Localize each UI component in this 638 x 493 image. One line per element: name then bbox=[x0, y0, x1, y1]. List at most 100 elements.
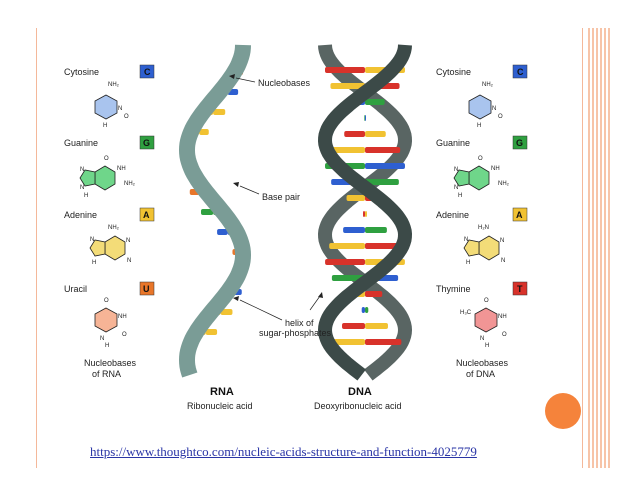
right-thymine-label: Thymine bbox=[436, 284, 471, 294]
right-cytosine-badge bbox=[512, 64, 528, 79]
base-rung bbox=[361, 307, 365, 313]
left-cytosine-atom: NH₂ bbox=[108, 82, 120, 88]
base-rung bbox=[325, 67, 365, 73]
left-cytosine-atom: N bbox=[118, 106, 122, 112]
callout-helix: helix of sugar-phosphates bbox=[233, 292, 332, 338]
right-guanine-badge bbox=[512, 135, 528, 150]
left-guanine-atom: H bbox=[84, 193, 88, 199]
left-uracil: Uracil U O NH O N H bbox=[64, 281, 155, 349]
source-link[interactable]: https://www.thoughtco.com/nucleic-acids-… bbox=[90, 444, 477, 459]
base-rung bbox=[346, 195, 365, 201]
right-caption-line2: of DNA bbox=[466, 369, 495, 379]
rna-subtitle: Ribonucleic acid bbox=[187, 401, 253, 411]
left-caption-line1: Nucleobases bbox=[84, 358, 137, 368]
left-guanine: Guanine G O NH N NH₂ N H bbox=[64, 135, 155, 199]
left-guanine-letter: G bbox=[143, 138, 150, 148]
callout-nucleobases: Nucleobases bbox=[229, 74, 311, 88]
base-rung bbox=[365, 227, 387, 233]
left-nucleobase-column: Cytosine C NH₂ N O H Guanine G O NH N NH… bbox=[64, 64, 155, 379]
right-thymine-atom: H bbox=[485, 343, 489, 349]
left-uracil-atom: N bbox=[100, 336, 104, 342]
left-cytosine-badge bbox=[139, 64, 155, 79]
base-rung bbox=[199, 129, 209, 135]
left-uracil-atom: H bbox=[105, 343, 109, 349]
dna-subtitle: Deoxyribonucleic acid bbox=[314, 401, 402, 411]
left-uracil-molecule bbox=[94, 307, 118, 333]
right-cytosine-molecule bbox=[468, 94, 492, 120]
callout-helix-label-2: sugar-phosphates bbox=[259, 328, 332, 338]
base-rung bbox=[365, 99, 385, 105]
base-rung bbox=[365, 163, 405, 169]
callout-base-pair: Base pair bbox=[233, 182, 300, 202]
base-rung bbox=[328, 339, 365, 345]
left-adenine-label: Adenine bbox=[64, 210, 97, 220]
base-rung bbox=[343, 227, 365, 233]
left-cytosine-letter: C bbox=[144, 67, 151, 77]
base-rung bbox=[201, 209, 214, 215]
right-guanine-letter: G bbox=[516, 138, 523, 148]
base-rung bbox=[331, 275, 365, 281]
right-adenine: Adenine A H₂N N N N H bbox=[436, 207, 528, 266]
right-adenine-atom: N bbox=[500, 238, 504, 244]
left-adenine-molecule bbox=[104, 235, 126, 261]
right-cytosine-atom: H bbox=[477, 123, 481, 129]
right-thymine-atom: O bbox=[502, 332, 507, 338]
right-cytosine-atom: NH₂ bbox=[482, 82, 494, 88]
right-adenine-label: Adenine bbox=[436, 210, 469, 220]
base-rung bbox=[365, 339, 402, 345]
right-nucleobase-column: Cytosine C NH₂ N O H Guanine G O NH N NH… bbox=[436, 64, 528, 379]
right-guanine-atom: N bbox=[454, 167, 458, 173]
right-adenine-atom: N bbox=[501, 258, 505, 264]
right-cytosine-atom: O bbox=[498, 114, 503, 120]
left-uracil-letter: U bbox=[143, 284, 150, 294]
right-guanine-atom: H bbox=[458, 193, 462, 199]
callout-nucleobases-label: Nucleobases bbox=[258, 78, 311, 88]
base-rung bbox=[329, 147, 365, 153]
left-guanine-atom: N bbox=[80, 167, 84, 173]
left-adenine-atom: H bbox=[92, 260, 96, 266]
base-rung bbox=[217, 229, 228, 235]
left-uracil-atom: O bbox=[104, 298, 109, 304]
left-adenine-badge bbox=[139, 207, 155, 222]
left-adenine-atom: NH₂ bbox=[108, 225, 120, 231]
base-rung bbox=[344, 131, 365, 137]
base-rung bbox=[365, 323, 388, 329]
base-rung bbox=[220, 309, 233, 315]
slide-border-left bbox=[36, 28, 37, 468]
left-guanine-atom: NH₂ bbox=[124, 181, 136, 187]
left-guanine-atom: NH bbox=[117, 166, 126, 172]
right-guanine-atom: NH bbox=[491, 166, 500, 172]
left-cytosine-molecule bbox=[94, 94, 118, 120]
accent-circle bbox=[545, 393, 581, 429]
right-adenine-atom: H bbox=[466, 260, 470, 266]
right-thymine-atom: O bbox=[484, 298, 489, 304]
base-rung bbox=[363, 211, 365, 217]
right-adenine-atom: N bbox=[464, 237, 468, 243]
right-guanine-atom: N bbox=[454, 185, 458, 191]
left-adenine-atom: N bbox=[126, 238, 130, 244]
left-cytosine-label: Cytosine bbox=[64, 67, 99, 77]
right-thymine-atom: N bbox=[480, 336, 484, 342]
base-rung bbox=[365, 211, 367, 217]
base-rung bbox=[365, 243, 401, 249]
base-rung bbox=[365, 115, 366, 121]
base-rung bbox=[365, 179, 399, 185]
right-guanine-atom: O bbox=[478, 156, 483, 162]
right-thymine-atom: H₃C bbox=[460, 310, 472, 316]
left-caption-line2: of RNA bbox=[92, 369, 121, 379]
left-uracil-atom: NH bbox=[118, 314, 127, 320]
slide-border-right bbox=[582, 28, 583, 468]
right-cytosine-atom: N bbox=[492, 106, 496, 112]
rna-backbone bbox=[178, 44, 252, 378]
right-thymine: Thymine T H₃C O NH N O H bbox=[436, 281, 528, 349]
left-uracil-atom: O bbox=[122, 332, 127, 338]
right-guanine-molecule bbox=[468, 165, 490, 191]
base-rung bbox=[213, 109, 226, 115]
right-thymine-molecule bbox=[474, 307, 498, 333]
decorative-stripes bbox=[588, 28, 610, 468]
dna-helix bbox=[317, 44, 413, 381]
right-adenine-letter: A bbox=[516, 210, 523, 220]
left-guanine-badge bbox=[139, 135, 155, 150]
base-rung bbox=[365, 307, 369, 313]
